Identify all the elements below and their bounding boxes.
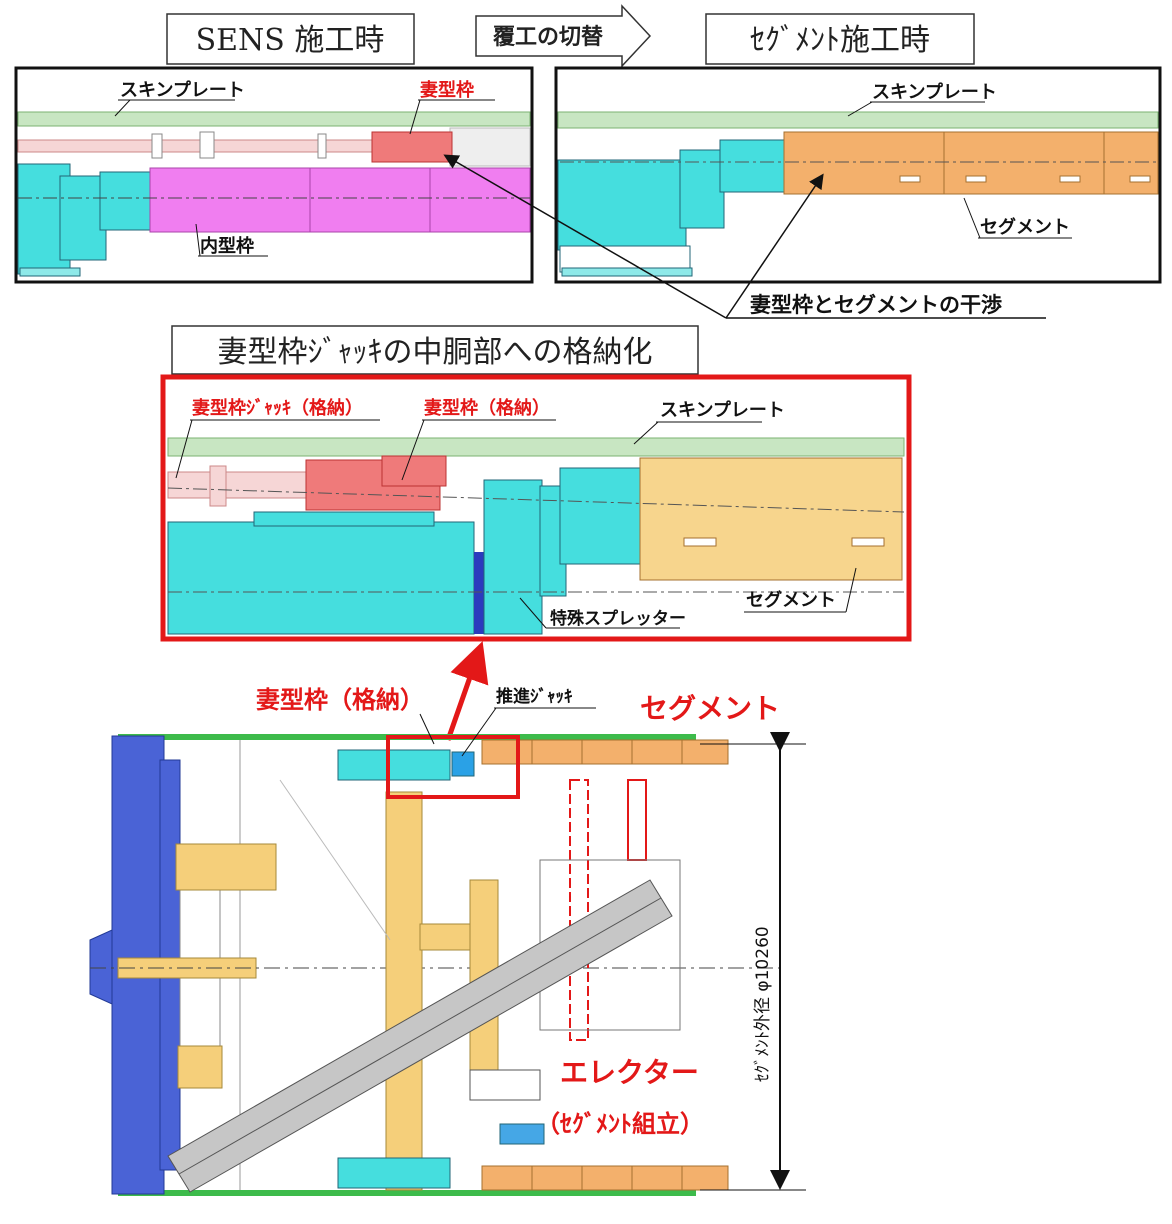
svg-text:ｾｸﾞﾒﾝﾄ施工時: ｾｸﾞﾒﾝﾄ施工時: [750, 23, 930, 58]
label-erector-sub: （ｾｸﾞﾒﾝﾄ組立）: [536, 1110, 704, 1138]
panel-sens: スキンプレート 妻型枠 内型枠: [14, 66, 534, 284]
title-sens: SENS 施工時: [166, 13, 415, 65]
panel-storage: 妻型枠ｼﾞｬｯｷ（格納） 妻型枠（格納） スキンプレート セグメント 特殊スプレ…: [160, 374, 912, 642]
label-spreader: 特殊スプレッター: [550, 608, 686, 629]
label-jack-stored: 妻型枠ｼﾞｬｯｷ（格納）: [192, 397, 363, 419]
label-skin-plate-1: スキンプレート: [120, 79, 245, 101]
panel-segment: スキンプレート セグメント: [554, 66, 1162, 284]
switch-arrow: 覆工の切替: [475, 4, 652, 68]
label-segment-2: セグメント: [980, 216, 1070, 238]
label-inner-form: 内型枠: [200, 235, 254, 257]
interference-callout: 妻型枠とセグメントの干渉: [443, 154, 1046, 319]
label-end-form-1: 妻型枠: [420, 79, 474, 101]
title-storage: 妻型枠ｼﾞｬｯｷの中胴部への格納化: [171, 325, 699, 375]
svg-text:覆工の切替: 覆工の切替: [492, 25, 603, 50]
zoom-arrow: [445, 641, 489, 741]
label-skin-plate-2: スキンプレート: [872, 81, 997, 103]
label-form-stored-panel: 妻型枠（格納）: [424, 397, 550, 419]
label-erector: エレクター: [560, 1056, 699, 1089]
section-drawing: ｾｸﾞﾒﾝﾄ外径 φ10260 妻型枠（格納） 推進ｼﾞｬｯｷ セグメント エレ…: [89, 686, 806, 1196]
svg-text:SENS 施工時: SENS 施工時: [196, 23, 385, 58]
label-form-stored-section: 妻型枠（格納）: [256, 686, 424, 714]
svg-text:妻型枠とセグメントの干渉: 妻型枠とセグメントの干渉: [750, 293, 1002, 317]
title-segment: ｾｸﾞﾒﾝﾄ施工時: [705, 13, 975, 65]
svg-text:妻型枠ｼﾞｬｯｷの中胴部への格納化: 妻型枠ｼﾞｬｯｷの中胴部への格納化: [218, 335, 653, 370]
label-segment-3: セグメント: [746, 589, 836, 611]
label-diameter: ｾｸﾞﾒﾝﾄ外径 φ10260: [753, 926, 773, 1082]
label-skin-plate-3: スキンプレート: [660, 399, 785, 421]
label-thrust-jack: 推進ｼﾞｬｯｷ: [496, 686, 573, 707]
label-segment-section: セグメント: [640, 692, 780, 725]
